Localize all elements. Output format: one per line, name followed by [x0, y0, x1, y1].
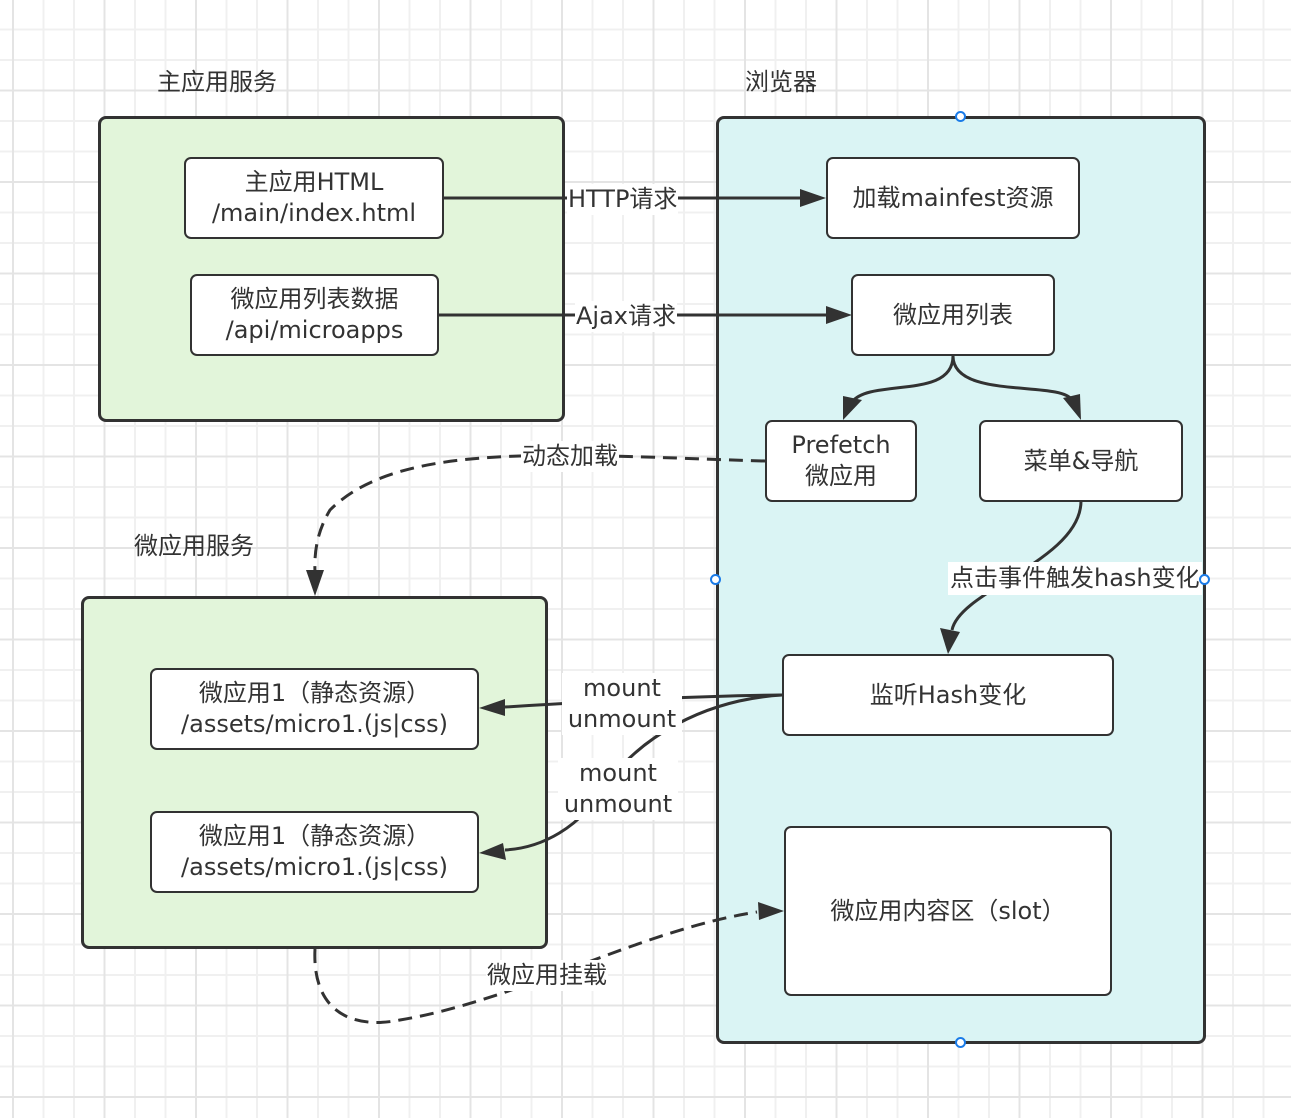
edge-label-mount-2-line2: unmount	[563, 790, 673, 818]
node-load-manifest-line1: 加载mainfest资源	[852, 183, 1054, 212]
edge-mount-2-arrowhead	[479, 843, 506, 860]
edge-label-mount-2-line1: mount	[579, 759, 657, 787]
node-micro1-b-line2: /assets/micro1.(js|css)	[181, 853, 448, 881]
node-prefetch[interactable]: Prefetch 微应用	[765, 420, 917, 502]
resize-handle-right[interactable]	[1199, 574, 1210, 585]
edge-list-to-prefetch[interactable]	[850, 355, 955, 404]
edge-label-dynamic-load: 动态加载	[521, 441, 619, 472]
edge-ajax-arrowhead	[826, 306, 852, 324]
node-micro1-a-line1: 微应用1（静态资源）	[198, 679, 431, 707]
edge-mount-1-arrowhead	[479, 699, 505, 716]
edge-micro-mount[interactable]	[313, 910, 758, 1024]
edge-label-mount-1: mount unmount	[562, 673, 682, 735]
edge-label-ajax: Ajax请求	[575, 301, 677, 332]
micro-service-title: 微应用服务	[134, 532, 254, 560]
edge-list-to-prefetch-arrowhead	[843, 396, 862, 420]
node-main-html[interactable]: 主应用HTML /main/index.html	[184, 157, 444, 239]
edge-menu-to-hash-arrowhead	[940, 628, 960, 654]
edge-list-to-menu-arrowhead	[1063, 394, 1081, 420]
node-micro-list-data-line1: 微应用列表数据	[230, 285, 399, 313]
edge-label-mount-1-line1: mount	[583, 674, 661, 702]
node-menu-nav-line1: 菜单&导航	[1023, 446, 1139, 475]
main-service-title: 主应用服务	[157, 68, 277, 96]
edge-label-mount-1-line2: unmount	[567, 705, 677, 733]
node-micro1-a[interactable]: 微应用1（静态资源） /assets/micro1.(js|css)	[150, 668, 479, 750]
node-micro1-b[interactable]: 微应用1（静态资源） /assets/micro1.(js|css)	[150, 811, 479, 893]
node-micro-list-line1: 微应用列表	[893, 300, 1013, 329]
edge-micro-mount-arrowhead	[758, 902, 784, 920]
node-micro-list-data-line2: /api/microapps	[225, 316, 404, 344]
node-micro-list[interactable]: 微应用列表	[851, 274, 1055, 356]
node-micro1-a-line2: /assets/micro1.(js|css)	[181, 710, 448, 738]
edge-dynamic-load[interactable]	[313, 453, 766, 573]
node-load-manifest[interactable]: 加载mainfest资源	[826, 157, 1080, 239]
edge-http-arrowhead	[800, 189, 826, 207]
edge-label-http: HTTP请求	[567, 184, 679, 215]
edge-dynamic-load-arrowhead	[306, 570, 324, 596]
node-content-slot[interactable]: 微应用内容区（slot）	[784, 826, 1112, 996]
node-menu-nav[interactable]: 菜单&导航	[979, 420, 1183, 502]
resize-handle-top[interactable]	[955, 111, 966, 122]
node-main-html-line1: 主应用HTML	[244, 168, 384, 196]
node-listen-hash-line1: 监听Hash变化	[869, 680, 1027, 709]
node-listen-hash[interactable]: 监听Hash变化	[782, 654, 1114, 736]
edge-label-micro-mount: 微应用挂载	[486, 960, 608, 991]
edge-label-mount-2: mount unmount	[558, 758, 678, 820]
edge-label-hash-trigger: 点击事件触发hash变化	[948, 562, 1202, 595]
node-prefetch-line2: 微应用	[805, 462, 877, 490]
resize-handle-bottom[interactable]	[955, 1037, 966, 1048]
node-micro-list-data[interactable]: 微应用列表数据 /api/microapps	[190, 274, 439, 356]
resize-handle-left[interactable]	[710, 574, 721, 585]
browser-title: 浏览器	[745, 68, 817, 96]
node-content-slot-line1: 微应用内容区（slot）	[830, 896, 1066, 925]
node-prefetch-line1: Prefetch	[791, 431, 891, 459]
edge-list-to-menu[interactable]	[951, 355, 1074, 402]
node-micro1-b-line1: 微应用1（静态资源）	[198, 822, 431, 850]
node-main-html-line2: /main/index.html	[211, 199, 417, 227]
